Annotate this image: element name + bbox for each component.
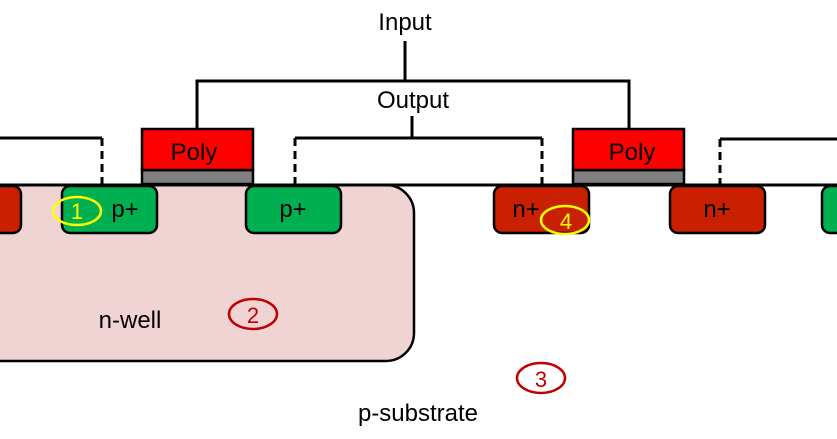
nplus-diffusion-drain <box>492 184 591 235</box>
marker-4: 4 <box>539 204 591 236</box>
svg-text:1: 1 <box>71 199 83 224</box>
svg-text:2: 2 <box>247 303 259 328</box>
gate-oxide-right <box>571 168 686 186</box>
pplus-drain-label: p+ <box>279 196 306 223</box>
n-well-label: n-well <box>99 307 162 334</box>
poly-gate-right <box>571 127 686 172</box>
nplus-source-label: n+ <box>703 196 730 223</box>
marker-2: 2 <box>227 297 279 331</box>
input-label: Input <box>378 9 432 36</box>
output-label: Output <box>377 87 449 114</box>
poly-right-label: Poly <box>609 139 656 166</box>
vdd-wire <box>0 136 104 185</box>
output-wire <box>293 116 544 185</box>
pplus-substrate-contact <box>820 184 837 235</box>
svg-text:4: 4 <box>560 209 572 234</box>
nplus-drain-label: n+ <box>512 196 539 223</box>
gate-oxide-left <box>140 168 255 186</box>
nplus-well-contact <box>0 184 23 235</box>
nplus-diffusion-source <box>668 184 767 235</box>
marker-1: 1 <box>51 195 103 227</box>
svg-text:3: 3 <box>535 367 547 392</box>
gnd-wire <box>718 137 837 185</box>
poly-left-label: Poly <box>171 139 218 166</box>
p-substrate-label: p-substrate <box>358 400 478 427</box>
marker-3: 3 <box>515 361 567 395</box>
pplus-diffusion-drain <box>244 184 343 235</box>
input-wire <box>195 41 631 129</box>
pplus-source-label: p+ <box>111 196 138 223</box>
